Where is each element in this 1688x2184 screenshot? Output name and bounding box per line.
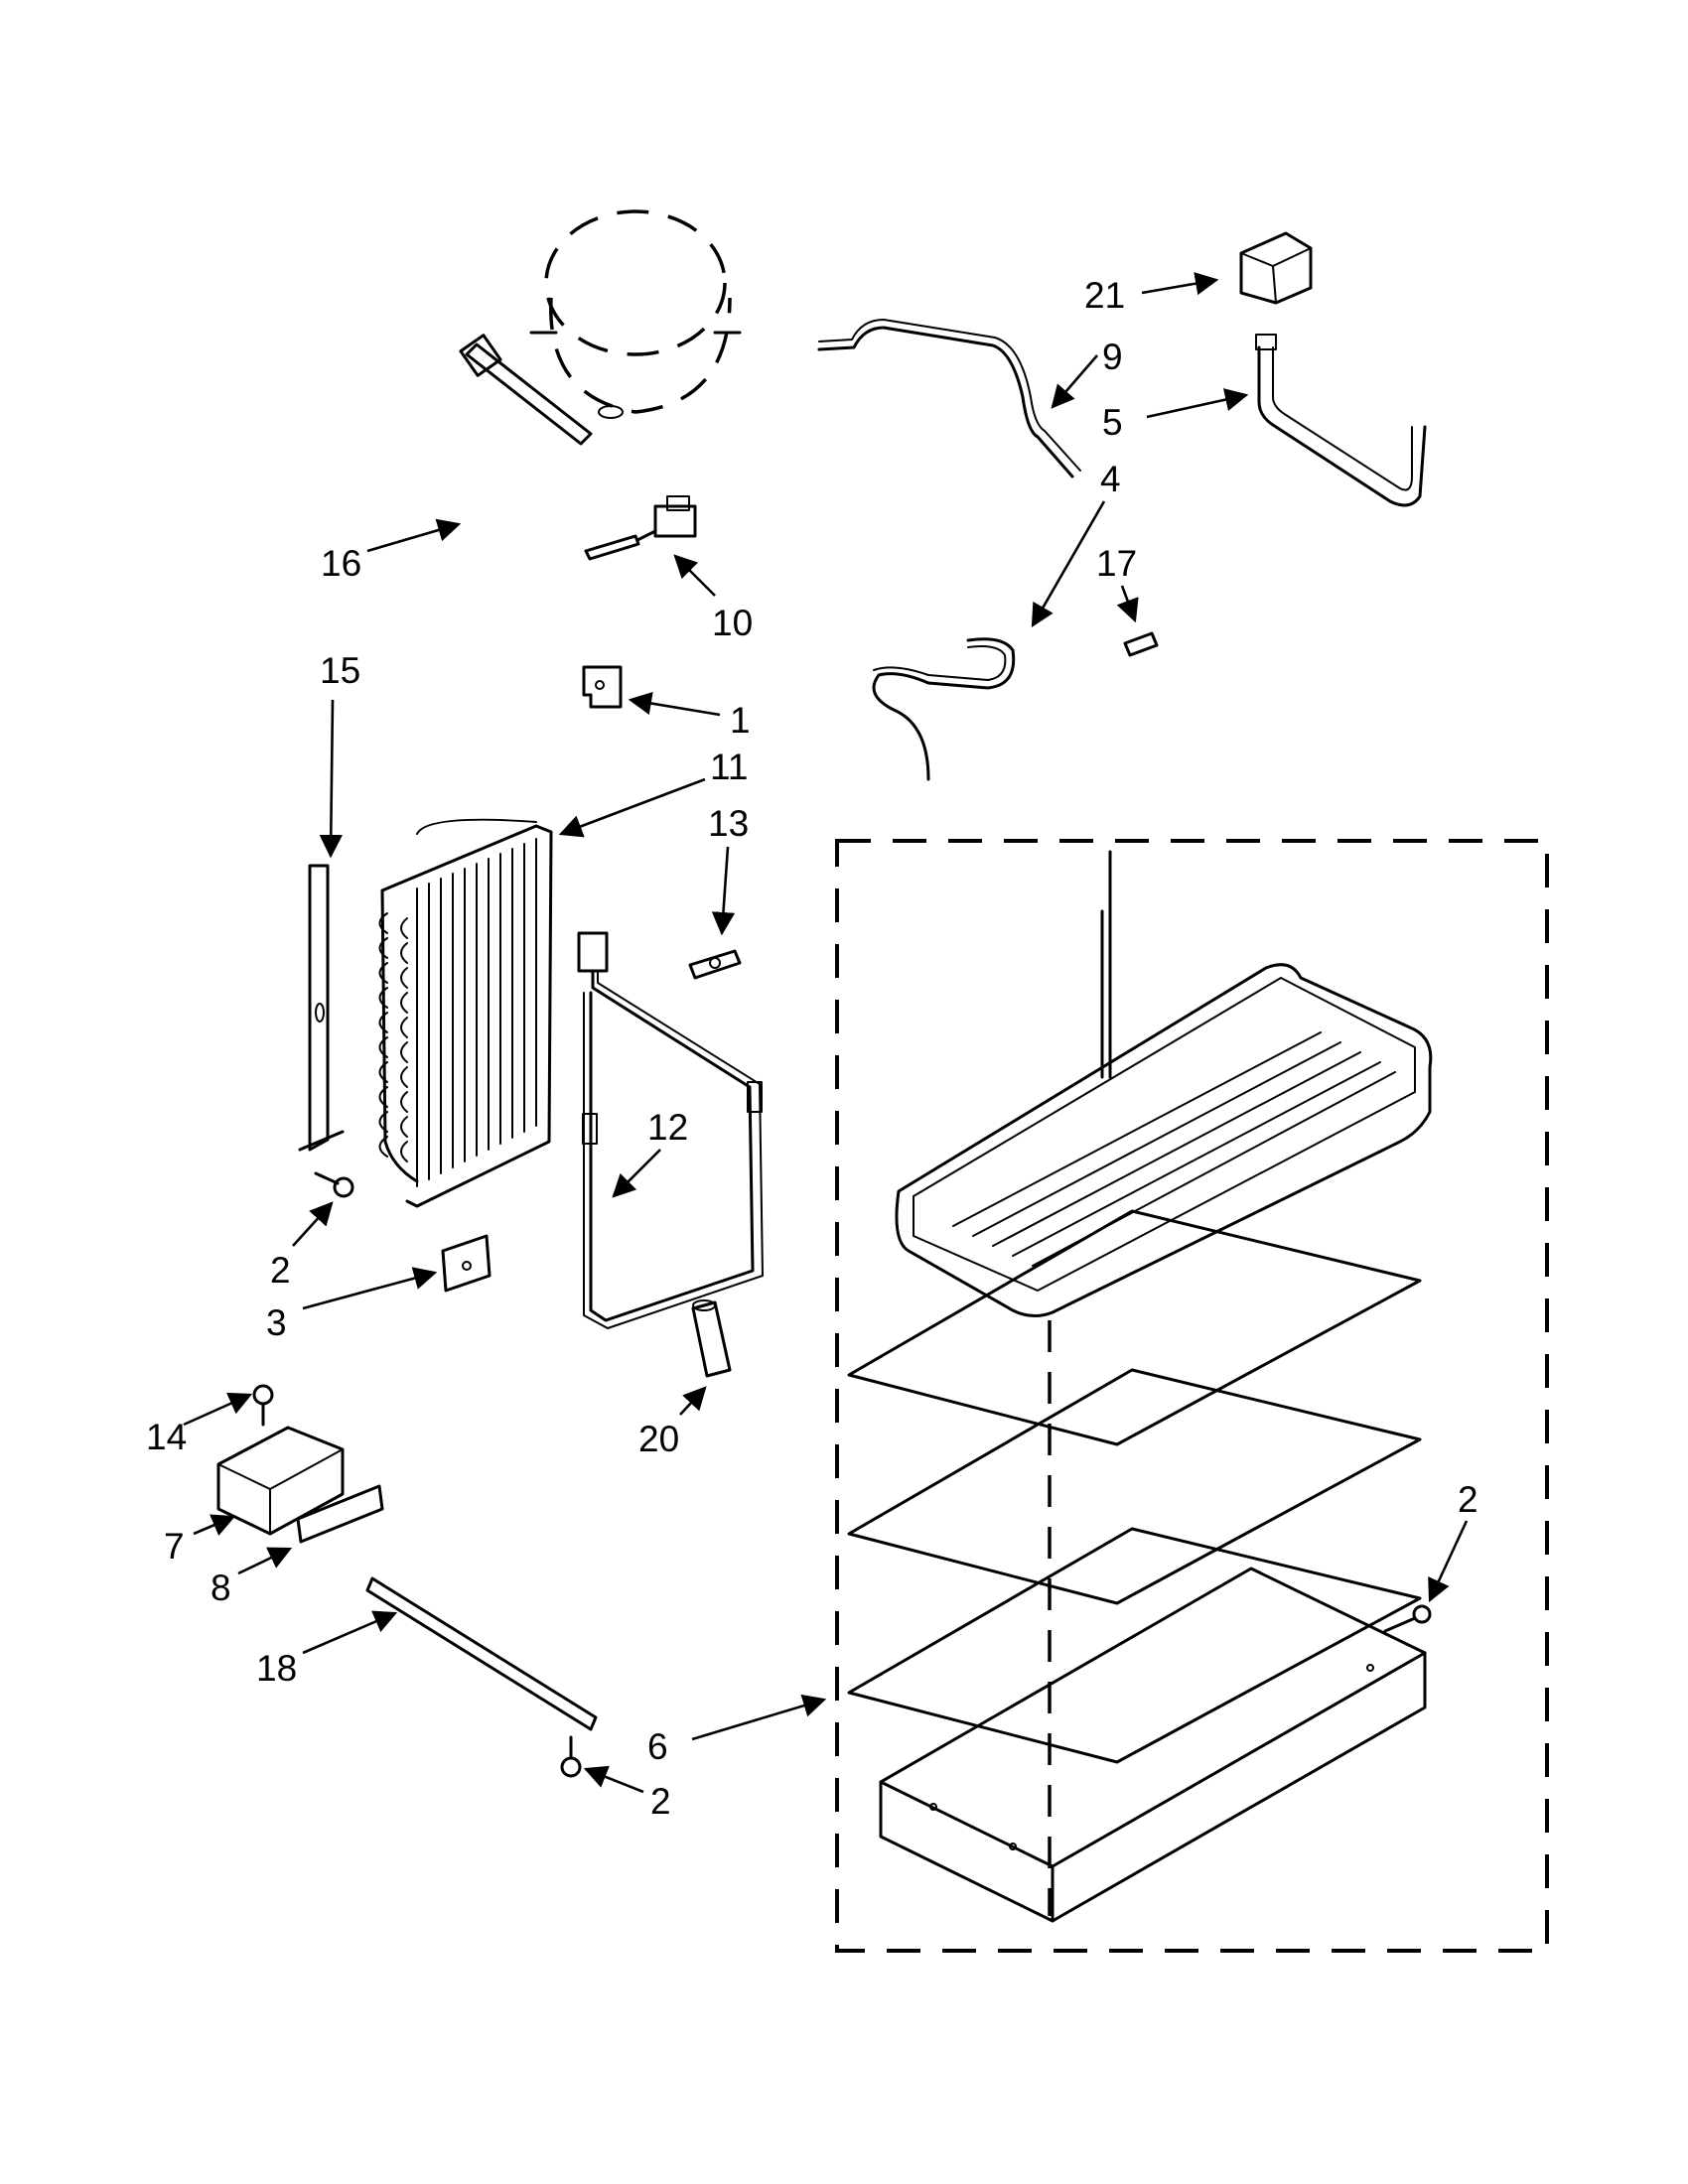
callout-17: 17: [1096, 543, 1137, 584]
leader-9: [1051, 354, 1098, 409]
callout-2-bottom: 2: [650, 1781, 671, 1822]
callout-2-left: 2: [270, 1250, 291, 1291]
tube-part-4: [872, 637, 1016, 781]
leader-8: [237, 1547, 293, 1575]
callout-21: 21: [1084, 275, 1125, 316]
compressor-part: [529, 209, 742, 419]
leader-4: [1031, 500, 1106, 628]
leader-6: [691, 1694, 827, 1741]
callout-6: 6: [647, 1726, 668, 1767]
callout-3: 3: [266, 1302, 287, 1343]
screw-part-2-right: [1383, 1604, 1432, 1633]
plate-part-8: [296, 1484, 384, 1544]
leader-21: [1141, 272, 1219, 296]
leader-2-right: [1428, 1520, 1469, 1603]
callout-1: 1: [730, 700, 751, 741]
leader-1: [628, 691, 721, 717]
bracket-part-3: [441, 1234, 492, 1293]
callout-8: 8: [211, 1568, 231, 1608]
callout-18: 18: [256, 1648, 297, 1689]
screw-part-2-bottom: [560, 1735, 582, 1778]
callout-13: 13: [708, 803, 749, 844]
leader-2-left: [292, 1201, 334, 1247]
condenser-part: [378, 818, 553, 1208]
callout-2-right: 2: [1458, 1479, 1478, 1520]
leader-5: [1146, 388, 1249, 419]
leader-14: [183, 1392, 253, 1427]
callout-16: 16: [321, 543, 361, 584]
sensor-part: [584, 495, 697, 561]
leader-13: [711, 846, 736, 936]
leader-12: [612, 1149, 661, 1198]
callout-9: 9: [1102, 337, 1123, 377]
leader-2-bottom: [583, 1765, 644, 1794]
leader-16: [366, 518, 462, 553]
screw-part-2-left: [314, 1171, 354, 1198]
condenser-coils: [378, 912, 408, 1162]
callout-11: 11: [710, 747, 748, 787]
callout-5: 5: [1102, 402, 1123, 443]
condenser-fins: [416, 838, 537, 1187]
leader-20: [679, 1386, 707, 1416]
callout-12: 12: [647, 1107, 688, 1148]
callout-20: 20: [638, 1419, 679, 1459]
callout-10: 10: [712, 603, 753, 643]
sleeve-part: [691, 1299, 732, 1378]
heater-strap-part: [459, 334, 593, 446]
leader-3: [302, 1267, 438, 1310]
bracket-part-1: [582, 665, 623, 709]
wire-harness-part: [577, 931, 764, 1329]
leader-7: [193, 1514, 236, 1537]
strap-part-18: [365, 1576, 598, 1731]
leader-15: [319, 699, 343, 859]
clip-part-17: [1123, 631, 1159, 657]
callout-4: 4: [1100, 459, 1121, 499]
callout-labels: 21 9 5 4 17 16 10 1 11 13 15 12 2 3 20 1…: [146, 275, 1478, 1822]
leader-17: [1116, 585, 1139, 623]
tube-part-9: [817, 319, 1081, 478]
callout-14: 14: [146, 1417, 187, 1457]
callout-15: 15: [320, 650, 360, 691]
leader-10: [673, 554, 716, 597]
rail-part-15: [298, 864, 345, 1152]
leader-18: [302, 1610, 398, 1655]
box-bracket-part-7: [216, 1426, 345, 1536]
leader-arrows: [183, 272, 1469, 1794]
callout-7: 7: [164, 1526, 185, 1567]
clip-part-13: [688, 949, 742, 980]
bracket-part-21: [1239, 231, 1313, 305]
drain-pan-assembly: [835, 839, 1549, 1953]
tube-part-5: [1255, 334, 1427, 507]
screw-part-14: [252, 1384, 274, 1427]
leader-11: [558, 777, 706, 838]
